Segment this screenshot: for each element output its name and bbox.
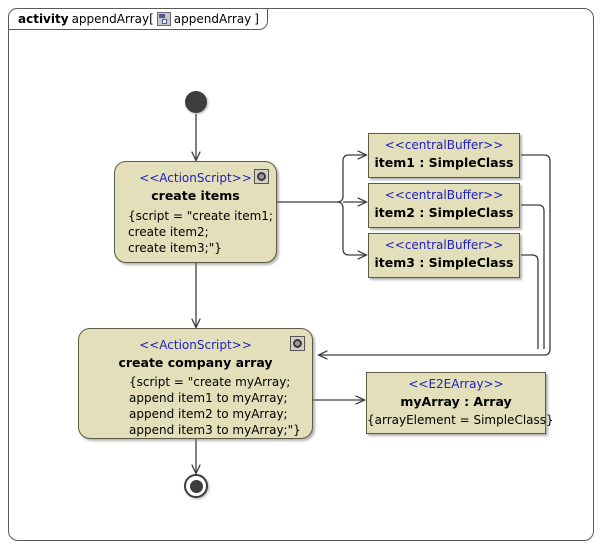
buffer1-title: item1 : SimpleClass — [374, 155, 514, 170]
buffer3-title: item3 : SimpleClass — [374, 255, 514, 270]
object-node-myarray[interactable]: <<E2EArray>> myArray : Array {arrayEleme… — [366, 372, 554, 434]
central-buffer-item1[interactable]: <<centralBuffer>> item1 : SimpleClass — [368, 133, 520, 178]
action2-script: {script = "create myArray; append item1 … — [129, 375, 301, 437]
action1-script: {script = "create item1; create item2; c… — [128, 209, 273, 255]
array-title: myArray : Array — [400, 394, 512, 409]
frame-close-bracket: ] — [254, 12, 259, 26]
activity-frame-label: activity appendArray[ appendArray ] — [8, 8, 268, 30]
buffer2-title: item2 : SimpleClass — [374, 205, 514, 220]
action-node-create-items[interactable]: <<ActionScript>> create items {script = … — [114, 161, 277, 263]
activity-diagram-icon — [156, 12, 171, 26]
buffer1-stereotype: <<centralBuffer>> — [384, 138, 504, 152]
central-buffer-item2[interactable]: <<centralBuffer>> item2 : SimpleClass — [368, 183, 520, 228]
array-stereotype: <<E2EArray>> — [408, 377, 504, 391]
frame-keyword: activity — [18, 12, 69, 26]
buffer2-stereotype: <<centralBuffer>> — [384, 188, 504, 202]
activity-final-node[interactable] — [184, 474, 208, 498]
action1-stereotype: <<ActionScript>> — [139, 171, 252, 185]
behavior-icon — [254, 169, 269, 184]
action-node-create-company-array[interactable]: <<ActionScript>> create company array {s… — [78, 328, 313, 439]
behavior-icon — [290, 336, 305, 351]
central-buffer-item3[interactable]: <<centralBuffer>> item3 : SimpleClass — [368, 233, 520, 278]
array-property: {arrayElement = SimpleClass} — [367, 413, 554, 427]
action1-title: create items — [151, 188, 240, 203]
frame-behavior-name: appendArray — [173, 12, 252, 26]
action2-stereotype: <<ActionScript>> — [139, 338, 252, 352]
initial-node[interactable] — [185, 91, 207, 113]
buffer3-stereotype: <<centralBuffer>> — [384, 238, 504, 252]
frame-name: appendArray[ — [71, 12, 154, 26]
action2-title: create company array — [118, 355, 273, 370]
